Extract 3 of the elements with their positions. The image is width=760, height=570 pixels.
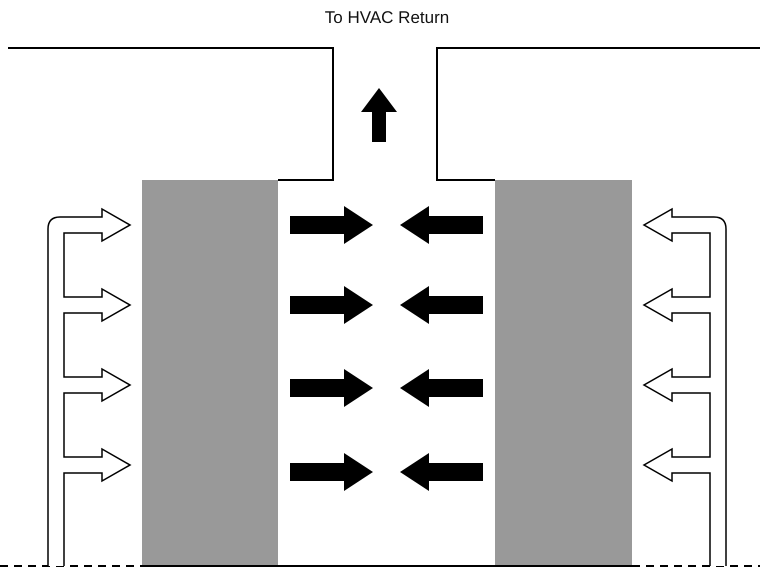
server-rack xyxy=(142,180,278,565)
server-rack xyxy=(495,180,632,565)
caption-text: To HVAC Return xyxy=(324,8,450,28)
